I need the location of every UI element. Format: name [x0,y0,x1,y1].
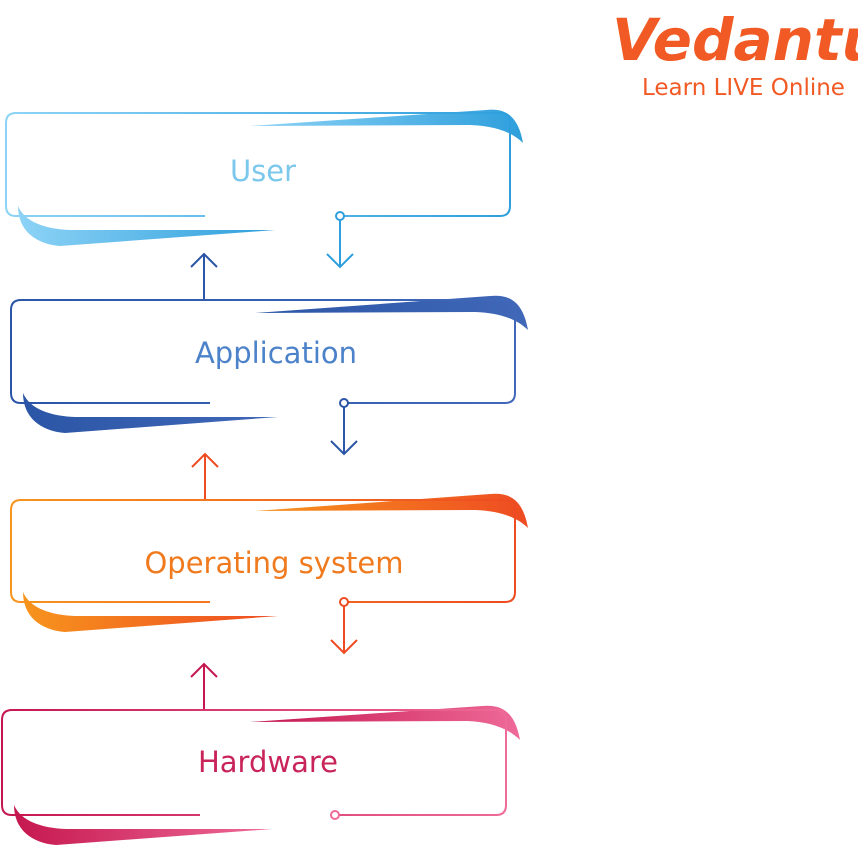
box-outline [10,299,516,404]
box-swoosh-bottom [14,805,272,845]
layer-box-operating-system: Operating system [10,493,528,632]
box-outline [1,709,507,816]
connector-dot [335,211,345,221]
layer-box-application: Application [10,295,528,433]
connector-dot [339,398,349,408]
connector-dot [339,597,349,607]
arrow-down-icon [330,440,358,456]
box-swoosh-top [255,493,528,528]
arrow-up-icon [191,452,219,468]
box-swoosh-top [250,705,520,740]
box-swoosh-top [250,109,523,143]
connector-dot [330,810,340,820]
arrow-down-operating-system-to-hardware [330,606,358,655]
vedantu-logo: Vedantu Learn LIVE Online [612,6,858,101]
arrow-up-application-to-user [190,252,218,300]
box-outline [10,499,516,603]
arrow-up-hardware-to-operating-system [190,662,218,710]
arrow-up-icon [190,252,218,268]
arrow-up-operating-system-to-application [191,452,219,500]
logo-tagline: Learn LIVE Online [642,75,845,101]
layer-label-application: Application [195,336,357,370]
layer-box-hardware: Hardware [1,705,520,845]
arrow-down-icon [326,253,354,269]
layer-label-operating-system: Operating system [144,546,403,580]
arrow-up-icon [190,662,218,678]
box-swoosh-bottom [23,592,278,632]
layer-box-user: User [5,109,523,246]
layer-label-hardware: Hardware [198,745,338,779]
box-swoosh-bottom [18,206,275,246]
arrow-down-application-to-operating-system [330,407,358,456]
arrow-down-icon [330,639,358,655]
box-swoosh-top [255,295,528,330]
arrow-down-user-to-application [326,220,354,269]
box-outline [5,112,511,217]
logo-wordmark: Vedantu [612,6,858,74]
layer-label-user: User [230,154,296,188]
box-swoosh-bottom [23,393,278,433]
